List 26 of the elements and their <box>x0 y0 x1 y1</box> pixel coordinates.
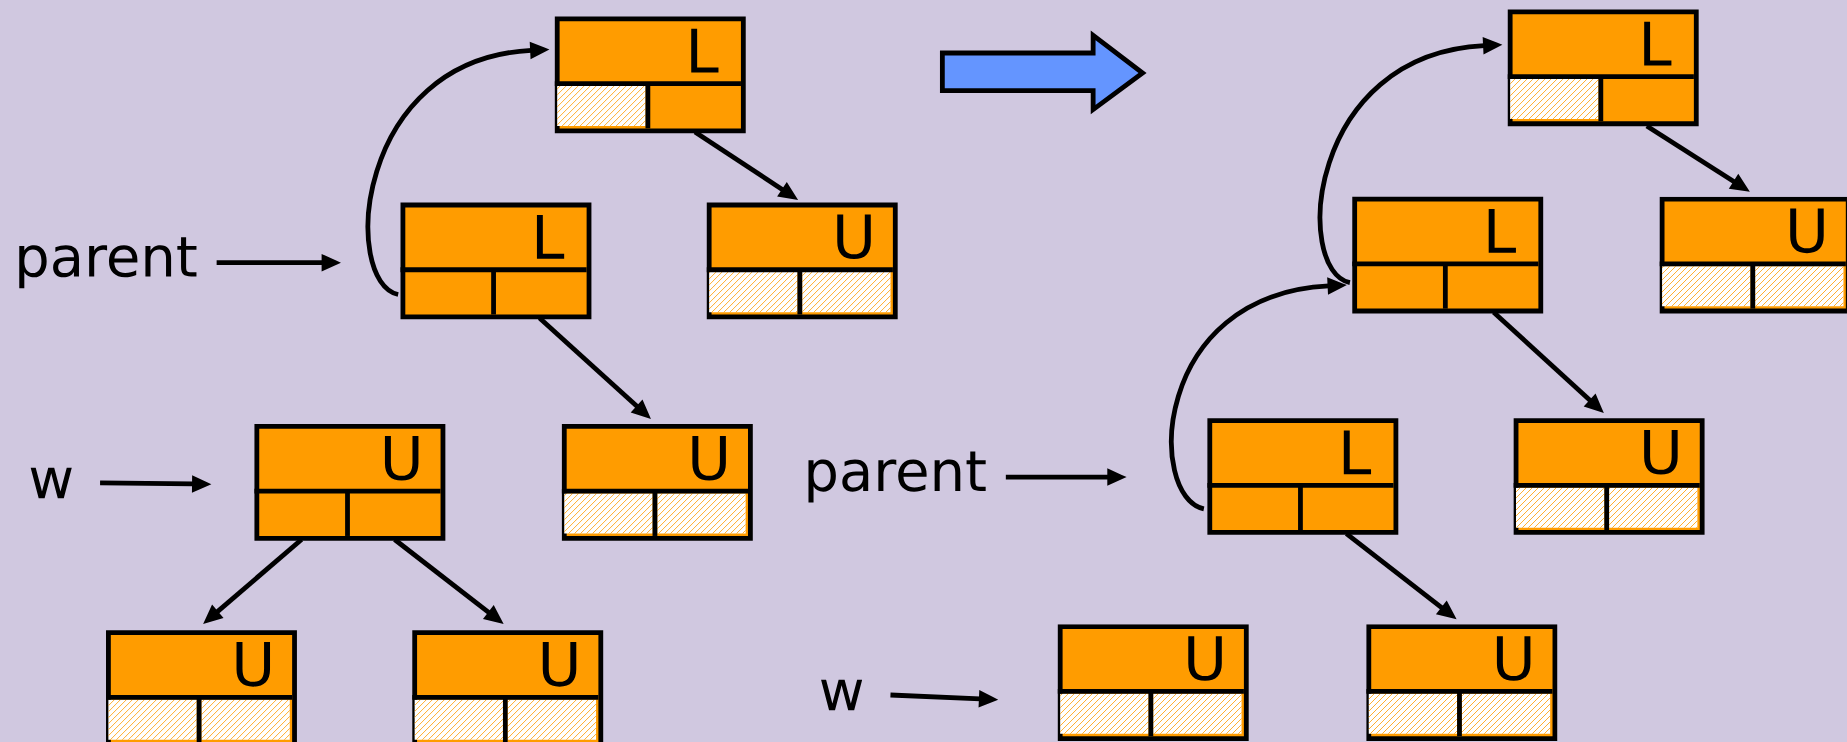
record-box <box>1507 9 1699 127</box>
record-box <box>1461 693 1551 734</box>
record-box: U <box>1366 636 1553 737</box>
record-box <box>554 16 746 134</box>
pointer-label: w <box>30 467 72 499</box>
record-box <box>1609 487 1698 528</box>
pointer-label: w <box>821 679 863 711</box>
record-box: U <box>1513 429 1700 530</box>
record-box <box>802 272 891 313</box>
record-box: L <box>1207 418 1399 535</box>
record-box: U <box>254 424 446 541</box>
record-box: L <box>554 28 741 129</box>
record-box: L <box>1352 196 1544 314</box>
record-box: U <box>561 435 748 536</box>
pointer-label: parent <box>808 451 986 503</box>
record-box <box>1153 693 1242 734</box>
record-box: L <box>400 202 592 320</box>
record-box: U <box>106 642 293 742</box>
pointer-label: parent <box>19 237 197 289</box>
record-box: U <box>412 642 599 742</box>
record-box: L <box>1507 21 1694 122</box>
record-box: U <box>1057 636 1244 737</box>
record-box: U <box>706 214 893 315</box>
record-box: U <box>1659 208 1846 309</box>
record-box <box>657 493 746 534</box>
record-box <box>507 699 597 740</box>
